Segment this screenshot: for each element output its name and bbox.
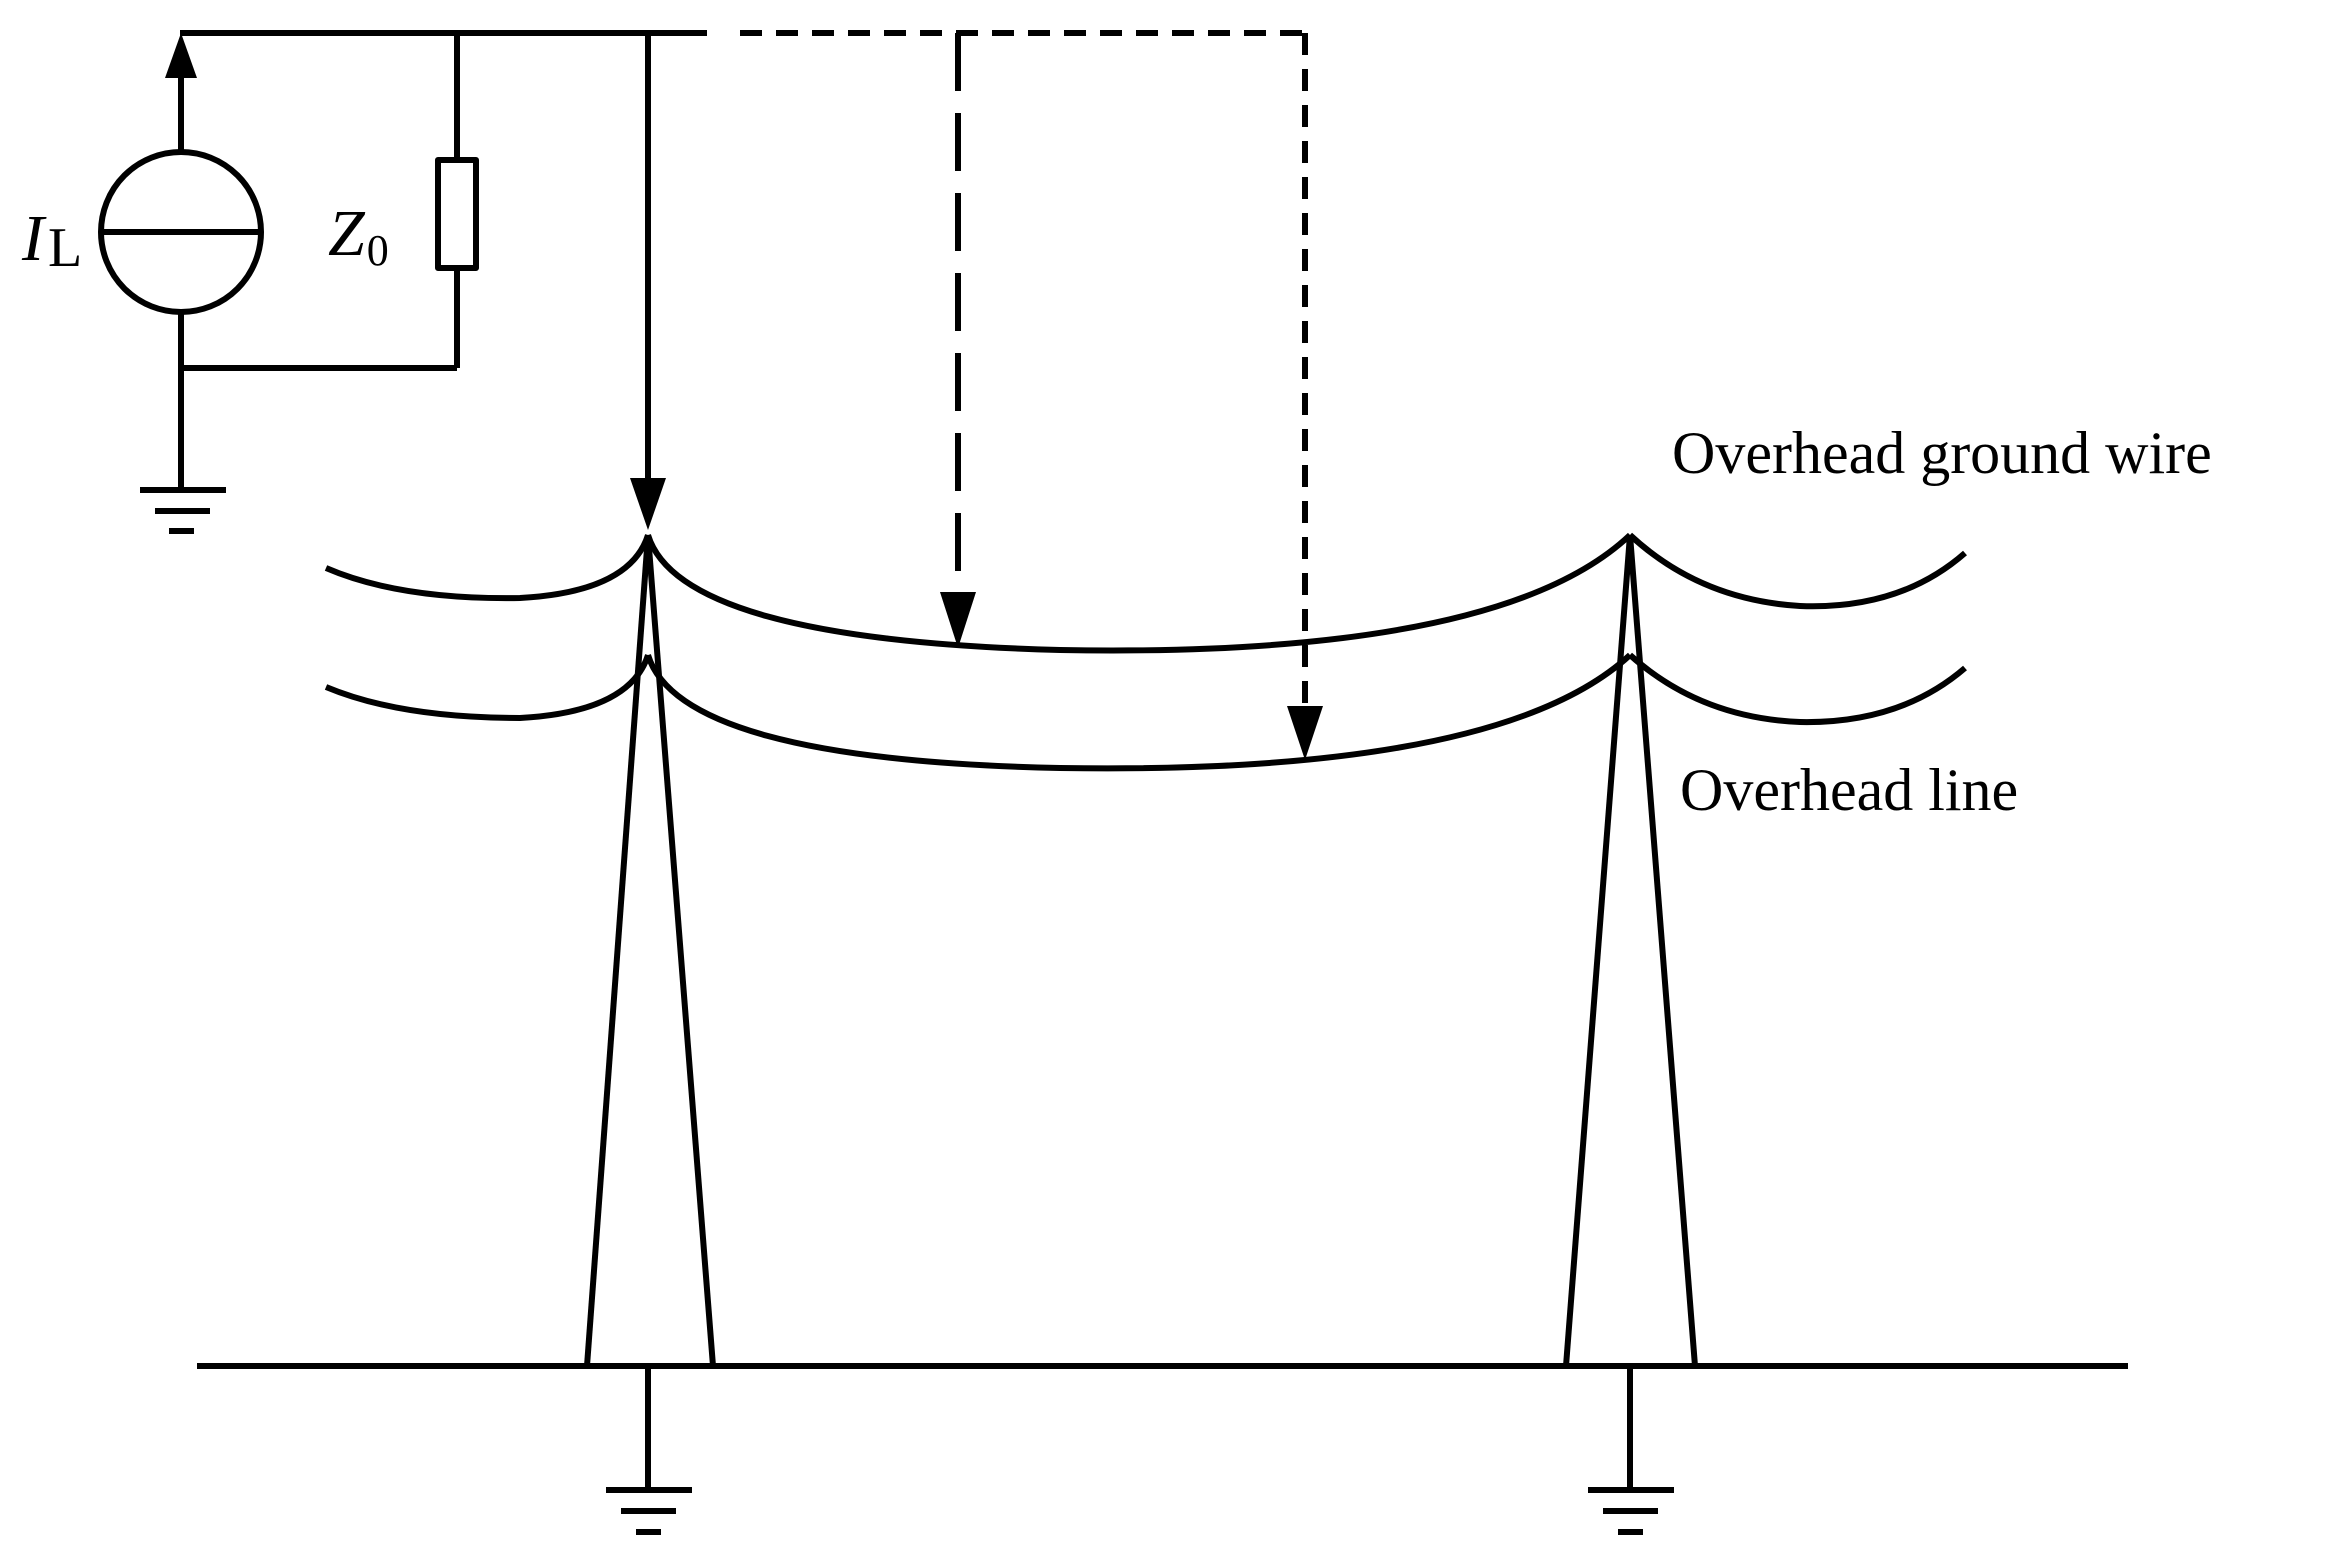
line-main-span (645, 652, 1633, 772)
source-circuit: IL Z0 (21, 30, 1308, 534)
tower-left-leg-a (584, 534, 651, 1367)
injection-paths (630, 33, 1323, 760)
tower-right-leg-a (1563, 534, 1633, 1367)
conductors (324, 532, 1967, 772)
impedance-label: Z0 (328, 197, 389, 275)
ground-wire-label: Overhead ground wire (1672, 420, 2212, 486)
tower-left-leg-b (645, 534, 716, 1367)
tower-right-leg-b (1627, 534, 1698, 1367)
tower-left-ground-icon (606, 1487, 692, 1535)
ground-wire-right-span (1627, 532, 1967, 610)
source-label: IL (21, 202, 82, 279)
tower-right (1563, 534, 1698, 1535)
impedance-resistor-icon (435, 157, 479, 271)
injection-arrow-line-icon (1287, 706, 1323, 760)
line-right-span (1627, 652, 1967, 726)
line-label: Overhead line (1680, 757, 2018, 823)
injection-arrow-ground-wire-icon (940, 592, 976, 648)
ground-wire-left-span (324, 534, 651, 602)
tower-right-ground-icon (1588, 1487, 1674, 1535)
injection-arrow-solid-icon (630, 478, 666, 530)
tower-left (584, 534, 716, 1535)
ground-wire-main-span (645, 532, 1633, 654)
line-left-span (324, 654, 651, 721)
source-ground-icon (140, 487, 226, 534)
current-direction-arrow-icon (165, 33, 197, 78)
